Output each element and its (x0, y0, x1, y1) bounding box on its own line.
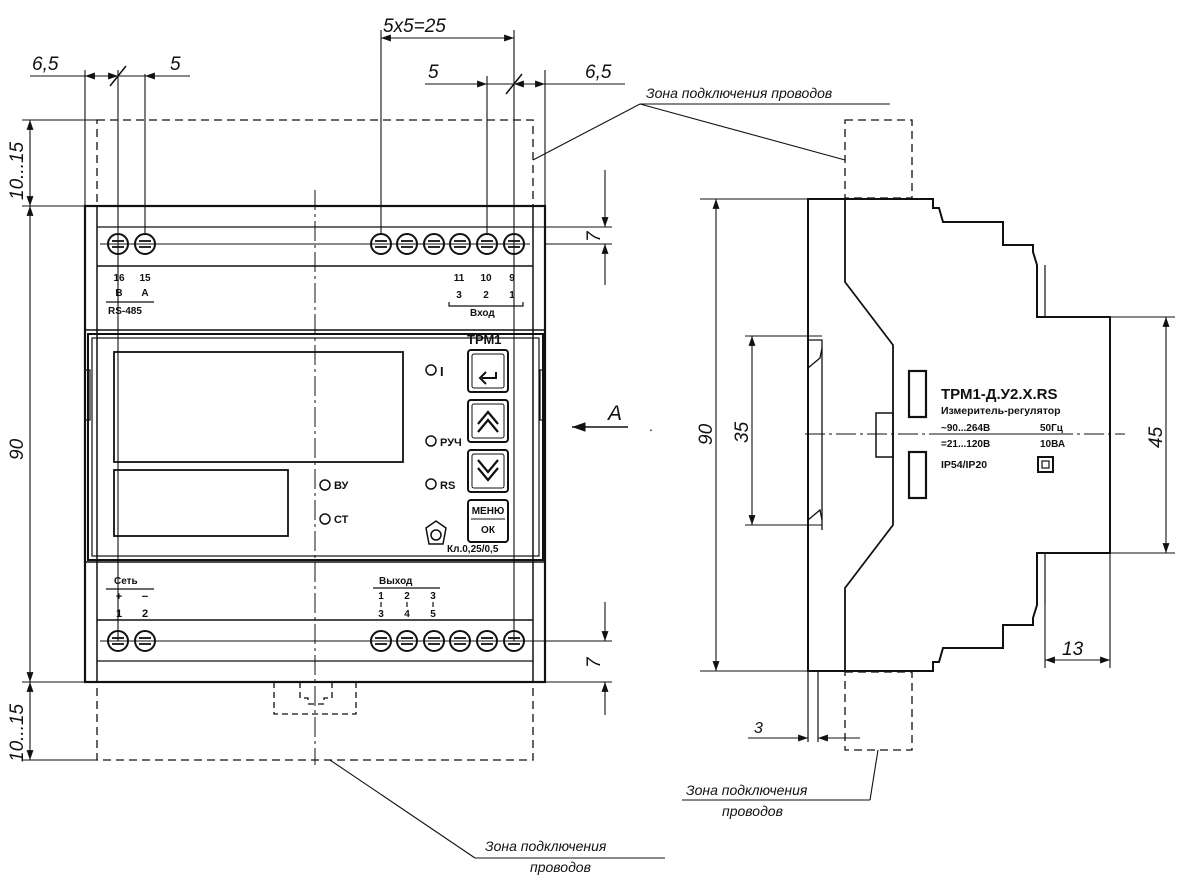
led-rs (425, 478, 437, 490)
rail-slot-top (807, 339, 823, 369)
side-power-ac: ~90...264В (941, 423, 990, 434)
accuracy-class-label: Кл.0,25/0,5 (447, 544, 499, 555)
led-rs-label: RS (440, 480, 455, 492)
net-1: 1 (116, 608, 122, 620)
view-arrow-label: A (606, 402, 622, 425)
return-icon (478, 371, 497, 385)
secondary-display (113, 469, 289, 537)
side-latch (875, 412, 894, 458)
double-insulation-icon (1037, 456, 1054, 473)
rs485-label: RS-485 (108, 306, 142, 317)
side-wire-zone-top (844, 119, 913, 199)
zone-label-bottom-2: проводов (530, 859, 591, 875)
dim-side-rail: 35 (732, 421, 753, 443)
back-button[interactable] (467, 349, 509, 393)
dim-side-height: 90 (696, 423, 717, 445)
term-a: A (141, 288, 148, 299)
dim-right-terminal-top: 7 (584, 230, 605, 242)
side-window-top (907, 369, 928, 419)
term-in-3: 3 (456, 290, 462, 301)
led-vu-label: ВУ (334, 480, 349, 492)
front-view (83, 119, 547, 765)
led-i (425, 364, 437, 376)
side-power-dc: =21...120В (941, 439, 990, 450)
side-ip-label: IP54/IP20 (941, 459, 987, 471)
out-top-3: 3 (430, 591, 436, 602)
led-vu (319, 479, 331, 491)
side-view (682, 119, 1175, 801)
wire-zone-top (96, 119, 534, 207)
term-in-1: 1 (509, 290, 515, 301)
dim-top-left-offset: 6,5 (32, 54, 59, 75)
side-freq: 50Гц (1040, 423, 1064, 434)
verification-mark-icon (425, 520, 447, 545)
term-15: 15 (139, 273, 151, 284)
zone-label-side-2: проводов (722, 803, 783, 819)
leds (319, 364, 437, 525)
dim-right-terminal-bottom: 7 (584, 656, 605, 668)
led-i-label: I (440, 364, 444, 379)
output-label: Выход (379, 576, 413, 587)
out-bot-4: 4 (404, 609, 410, 620)
term-in-2: 2 (483, 290, 489, 301)
down-button[interactable] (467, 449, 509, 493)
out-bot-3: 3 (378, 609, 384, 620)
net-minus: − (142, 591, 148, 603)
side-power-va: 10ВА (1040, 439, 1065, 450)
dim-side-depth: 45 (1146, 426, 1167, 448)
side-model-label: ТРМ1-Д.У2.Х.RS (941, 386, 1058, 403)
led-st (319, 513, 331, 525)
dim-top-right-pitch: 5 (428, 62, 439, 83)
dim-left-zone-top: 10...15 (7, 141, 28, 200)
net-plus: + (116, 591, 122, 603)
term-10: 10 (480, 273, 492, 284)
front-dimensions (22, 30, 890, 859)
zone-label-top: Зона подключения проводов (646, 85, 832, 101)
zone-label-bottom-1: Зона подключения (485, 838, 607, 854)
side-housing-outline (807, 198, 1111, 672)
term-11: 11 (454, 273, 465, 284)
up-button[interactable] (467, 399, 509, 443)
zone-label-side-1: Зона подключения (686, 782, 808, 798)
term-9: 9 (509, 273, 515, 284)
net-2: 2 (142, 608, 148, 620)
dim-rail-thickness: 3 (754, 720, 763, 737)
chevron-up-icon (477, 410, 499, 433)
rail-slot-bottom (807, 508, 823, 530)
housing-outline (83, 204, 547, 684)
ok-button-label: ОК (481, 525, 496, 536)
led-st-label: СТ (334, 514, 349, 526)
side-window-bottom (907, 450, 928, 500)
dim-left-zone-bottom: 10...15 (7, 703, 28, 762)
dim-top-right-offset: 6,5 (585, 62, 612, 83)
menu-button-label: МЕНЮ (472, 506, 505, 517)
terminal-screws (100, 233, 530, 652)
dim-top-pitch: 5x5=25 (383, 16, 446, 37)
menu-ok-button[interactable] (467, 499, 509, 543)
dim-side-step: 13 (1062, 639, 1084, 660)
side-subtitle: Измеритель-регулятор (941, 405, 1061, 417)
front-panel (87, 333, 544, 561)
led-ruch-label: РУЧ (440, 437, 462, 449)
stray-dot: . (649, 418, 653, 434)
model-label: ТРМ1 (467, 332, 502, 347)
term-16: 16 (113, 273, 125, 284)
out-top-2: 2 (404, 591, 410, 602)
out-top-1: 1 (378, 591, 384, 602)
dim-left-height: 90 (7, 438, 28, 460)
term-b: B (115, 288, 122, 299)
input-label: Вход (470, 308, 495, 319)
chevron-down-icon (477, 459, 499, 482)
main-display (113, 351, 404, 463)
led-ruch (425, 435, 437, 447)
net-label: Сеть (114, 576, 138, 587)
din-clip (273, 682, 357, 715)
panel-buttons (467, 349, 509, 543)
out-bot-5: 5 (430, 609, 436, 620)
dim-top-left-pitch: 5 (170, 54, 181, 75)
